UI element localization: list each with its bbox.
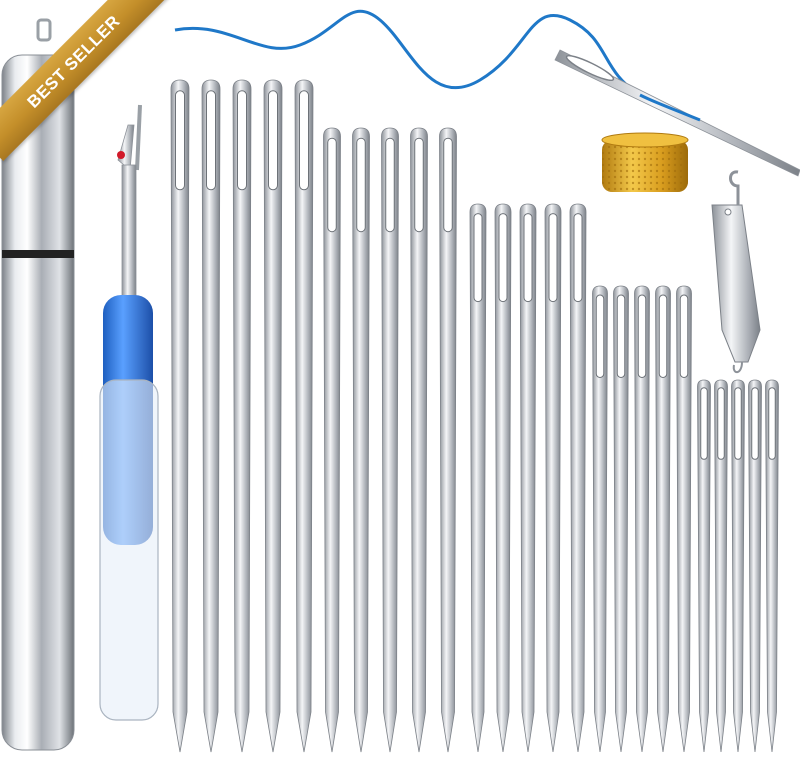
needle bbox=[201, 79, 221, 753]
needle bbox=[294, 79, 314, 753]
needle bbox=[748, 379, 762, 753]
needle-threader-icon bbox=[711, 170, 761, 374]
needle bbox=[263, 79, 283, 753]
needle bbox=[519, 203, 537, 753]
needle bbox=[232, 79, 252, 753]
needle bbox=[469, 203, 487, 753]
needle bbox=[655, 285, 671, 753]
needle bbox=[352, 127, 370, 753]
needle bbox=[381, 127, 399, 753]
needle-set bbox=[170, 79, 779, 753]
needle bbox=[544, 203, 562, 753]
needle bbox=[714, 379, 728, 753]
needle bbox=[697, 379, 711, 753]
needle bbox=[410, 127, 428, 753]
needle bbox=[592, 285, 608, 753]
needle bbox=[569, 203, 587, 753]
needle bbox=[439, 127, 457, 753]
needle bbox=[613, 285, 629, 753]
threaded-needle-icon bbox=[554, 49, 800, 177]
thimble-icon bbox=[601, 132, 689, 192]
needle-case-icon bbox=[1, 18, 75, 751]
thread-icon bbox=[174, 9, 641, 97]
needle bbox=[676, 285, 692, 753]
seam-ripper-icon bbox=[99, 104, 159, 721]
needle bbox=[170, 79, 190, 753]
needle bbox=[731, 379, 745, 753]
needle bbox=[634, 285, 650, 753]
needle bbox=[765, 379, 779, 753]
needle bbox=[494, 203, 512, 753]
needle bbox=[323, 127, 341, 753]
